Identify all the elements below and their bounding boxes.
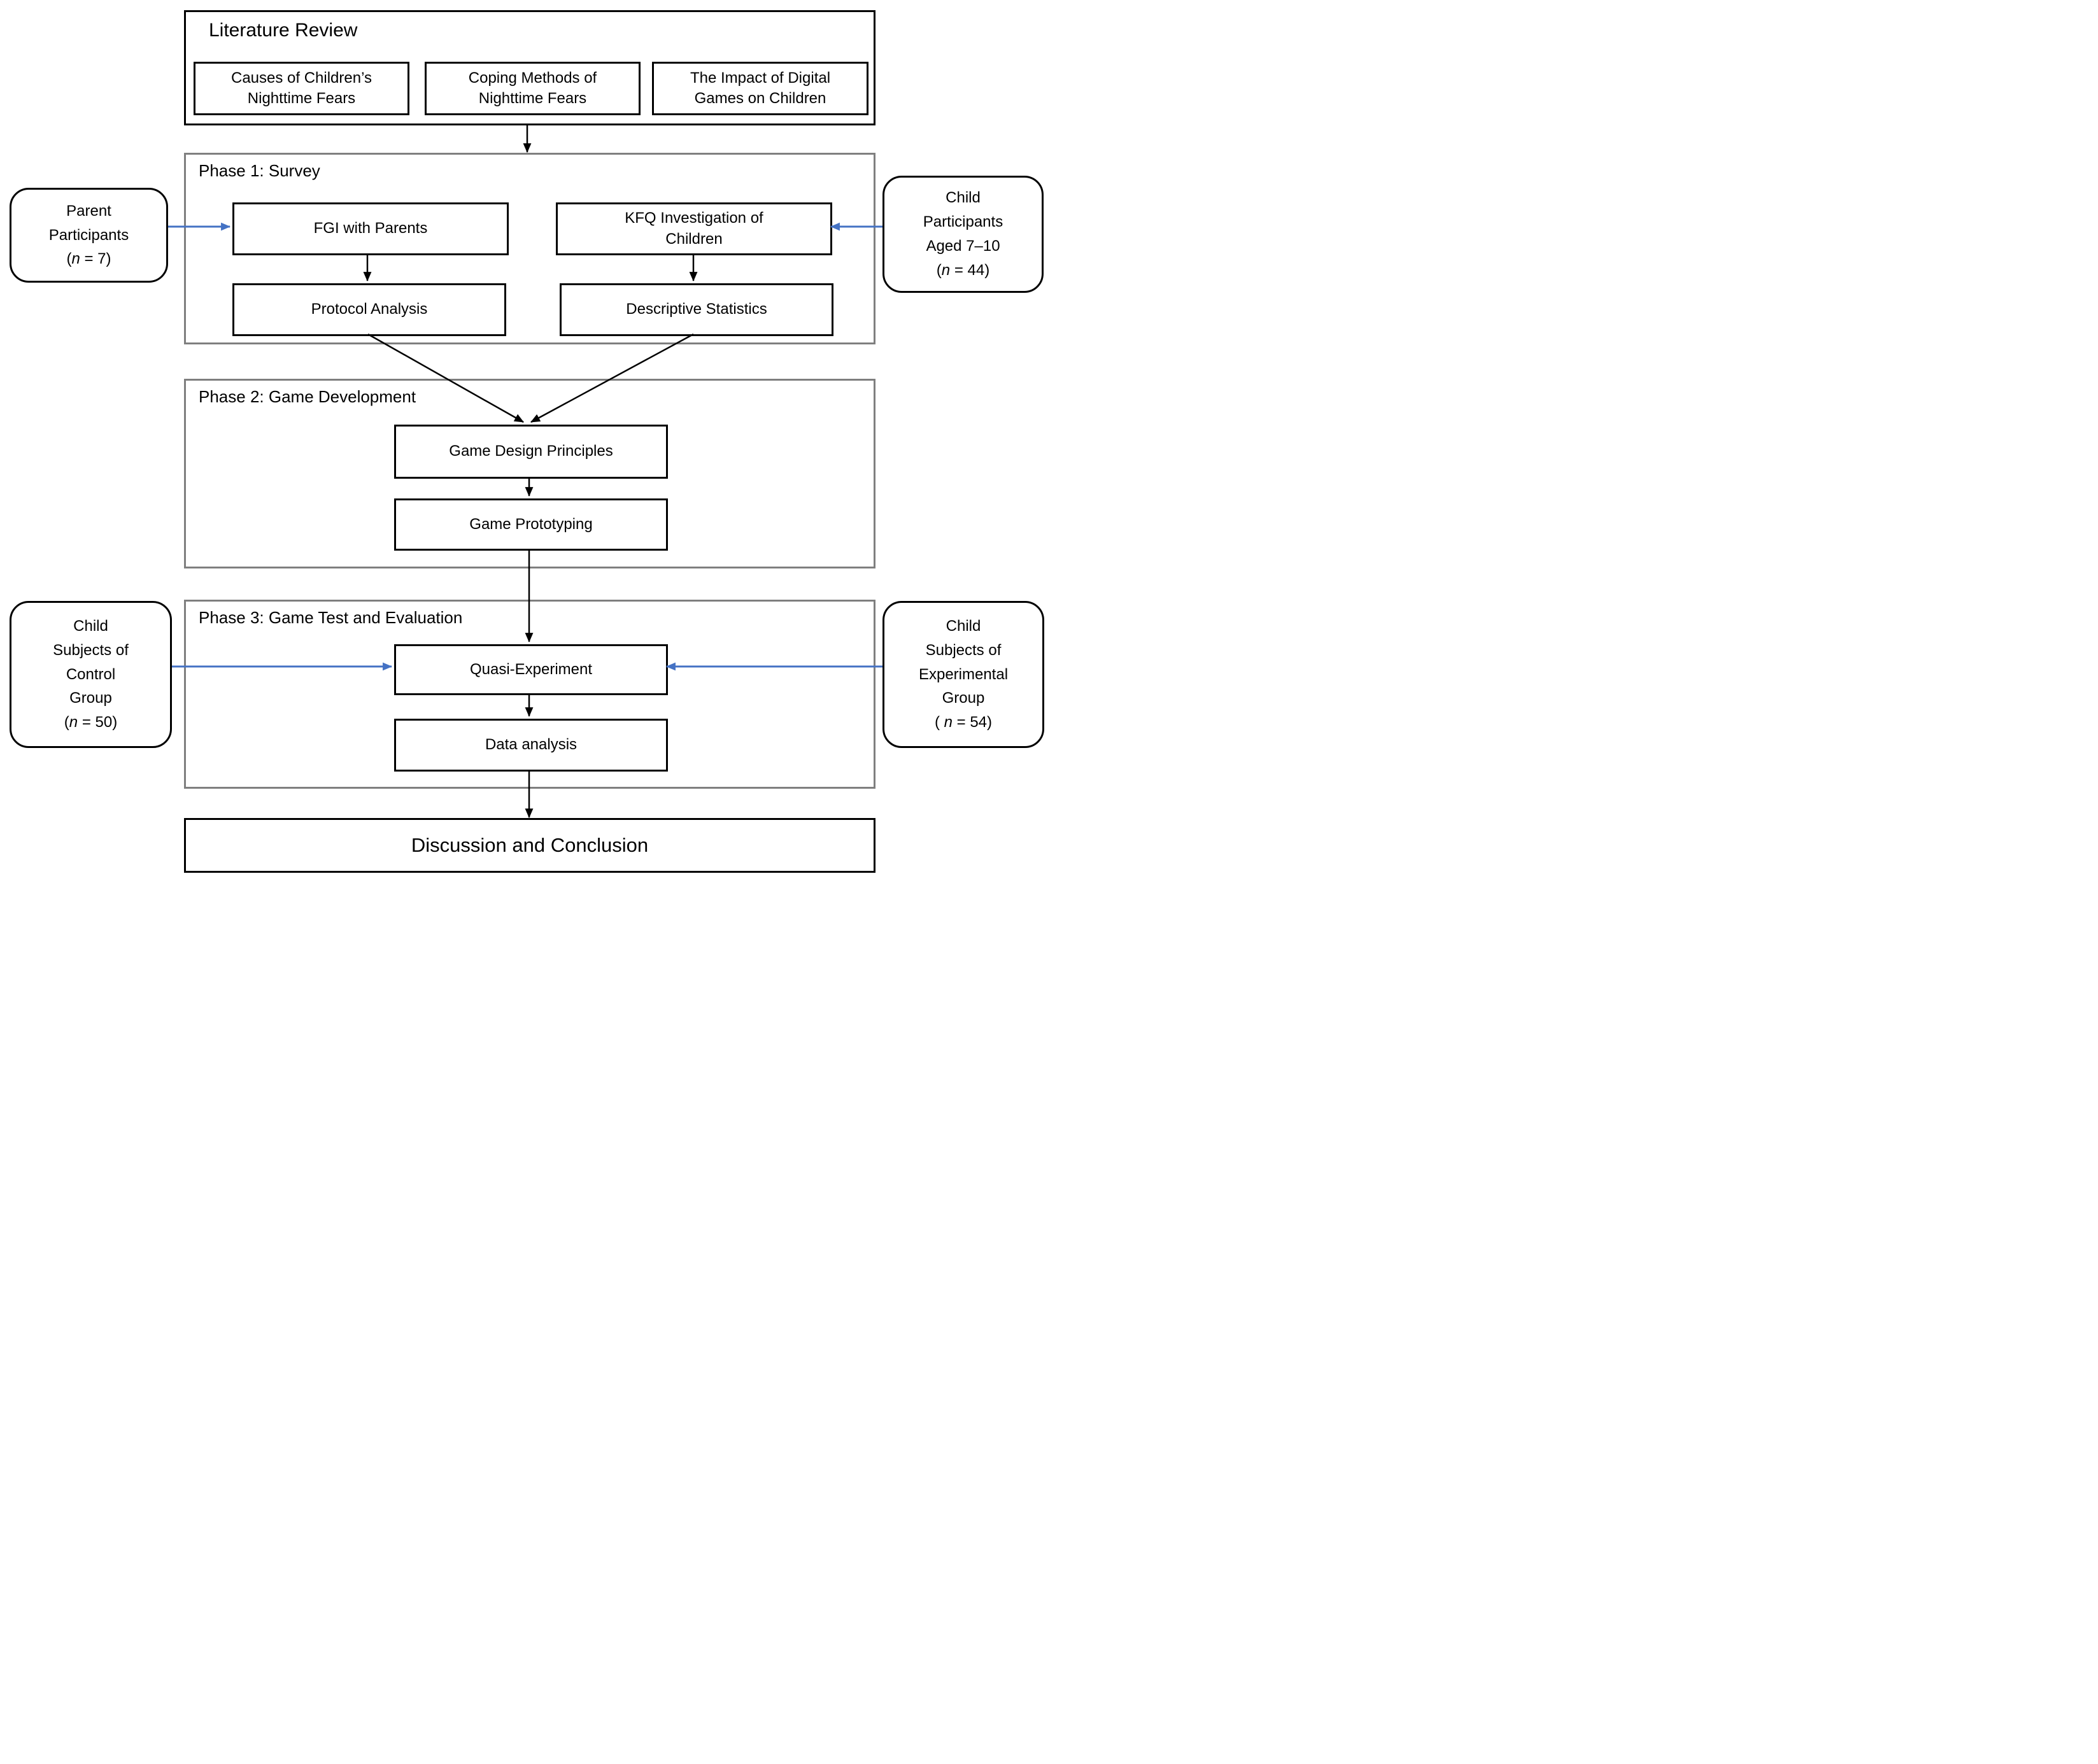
phase1-label: Phase 1: Survey <box>199 161 320 180</box>
discussion-conclusion-label: Discussion and Conclusion <box>411 834 649 856</box>
experimental-group-box: Child Subjects of Experimental Group ( n… <box>882 601 1044 748</box>
participant-line: Participants <box>923 213 1003 231</box>
fgi-label: FGI with Parents <box>313 220 428 237</box>
phase3-label: Phase 3: Game Test and Evaluation <box>199 608 463 627</box>
participant-line: Child <box>946 617 981 635</box>
descriptive-statistics-label: Descriptive Statistics <box>626 300 767 318</box>
participant-line: Group <box>69 689 112 707</box>
literature-review-box: Literature Review Causes of Children’s N… <box>184 10 875 125</box>
topic-line: Coping Methods of <box>468 69 597 87</box>
game-prototyping-label: Game Prototyping <box>469 515 593 533</box>
participant-line: Subjects of <box>53 641 129 659</box>
kfq-line: KFQ Investigation of <box>625 209 763 227</box>
topic-line: Games on Children <box>694 90 826 107</box>
participant-line: Child <box>73 617 108 635</box>
game-design-principles-label: Game Design Principles <box>449 442 613 460</box>
phase2-label: Phase 2: Game Development <box>199 387 416 406</box>
control-group-box: Child Subjects of Control Group (n = 50) <box>10 601 172 748</box>
parent-participants-box: Parent Participants (n = 7) <box>10 188 168 283</box>
topic-line: Nighttime Fears <box>478 90 587 107</box>
flowchart-canvas: Literature Review Causes of Children’s N… <box>0 0 1049 882</box>
literature-review-title: Literature Review <box>209 20 358 41</box>
topic-line: Nighttime Fears <box>247 90 356 107</box>
phase1-box: Phase 1: Survey FGI with Parents KFQ Inv… <box>184 153 875 344</box>
game-design-principles-box: Game Design Principles <box>394 425 668 479</box>
game-prototyping-box: Game Prototyping <box>394 498 668 551</box>
quasi-experiment-label: Quasi-Experiment <box>469 660 593 678</box>
kfq-box: KFQ Investigation of Children <box>556 202 832 255</box>
protocol-analysis-box: Protocol Analysis <box>232 283 506 336</box>
phase2-box: Phase 2: Game Development Game Design Pr… <box>184 379 875 568</box>
participant-count: (n = 44) <box>936 261 990 279</box>
participant-line: Subjects of <box>925 641 1002 659</box>
participant-count: (n = 7) <box>66 250 111 268</box>
discussion-conclusion-box: Discussion and Conclusion <box>184 818 875 873</box>
topic-box-coping: Coping Methods of Nighttime Fears <box>425 62 641 115</box>
participant-line: Experimental <box>918 665 1009 683</box>
participant-line: Child <box>946 189 981 207</box>
participant-line: Control <box>66 665 116 683</box>
data-analysis-box: Data analysis <box>394 719 668 772</box>
descriptive-statistics-box: Descriptive Statistics <box>560 283 833 336</box>
fgi-box: FGI with Parents <box>232 202 509 255</box>
kfq-line: Children <box>665 230 723 248</box>
participant-line: Participants <box>48 226 129 244</box>
topic-box-causes: Causes of Children’s Nighttime Fears <box>194 62 409 115</box>
participant-line: Group <box>942 689 985 707</box>
topic-line: Causes of Children’s <box>230 69 372 87</box>
topic-line: The Impact of Digital <box>690 69 831 87</box>
protocol-analysis-label: Protocol Analysis <box>311 300 428 318</box>
participant-line: Parent <box>66 202 111 220</box>
topic-box-impact: The Impact of Digital Games on Children <box>652 62 868 115</box>
participant-count: (n = 50) <box>64 714 118 731</box>
child-participants-box: Child Participants Aged 7–10 (n = 44) <box>882 176 1044 293</box>
participant-line: Aged 7–10 <box>926 237 1000 255</box>
data-analysis-label: Data analysis <box>485 736 578 754</box>
phase3-box: Phase 3: Game Test and Evaluation Quasi-… <box>184 600 875 789</box>
participant-count: ( n = 54) <box>934 714 993 731</box>
quasi-experiment-box: Quasi-Experiment <box>394 644 668 695</box>
